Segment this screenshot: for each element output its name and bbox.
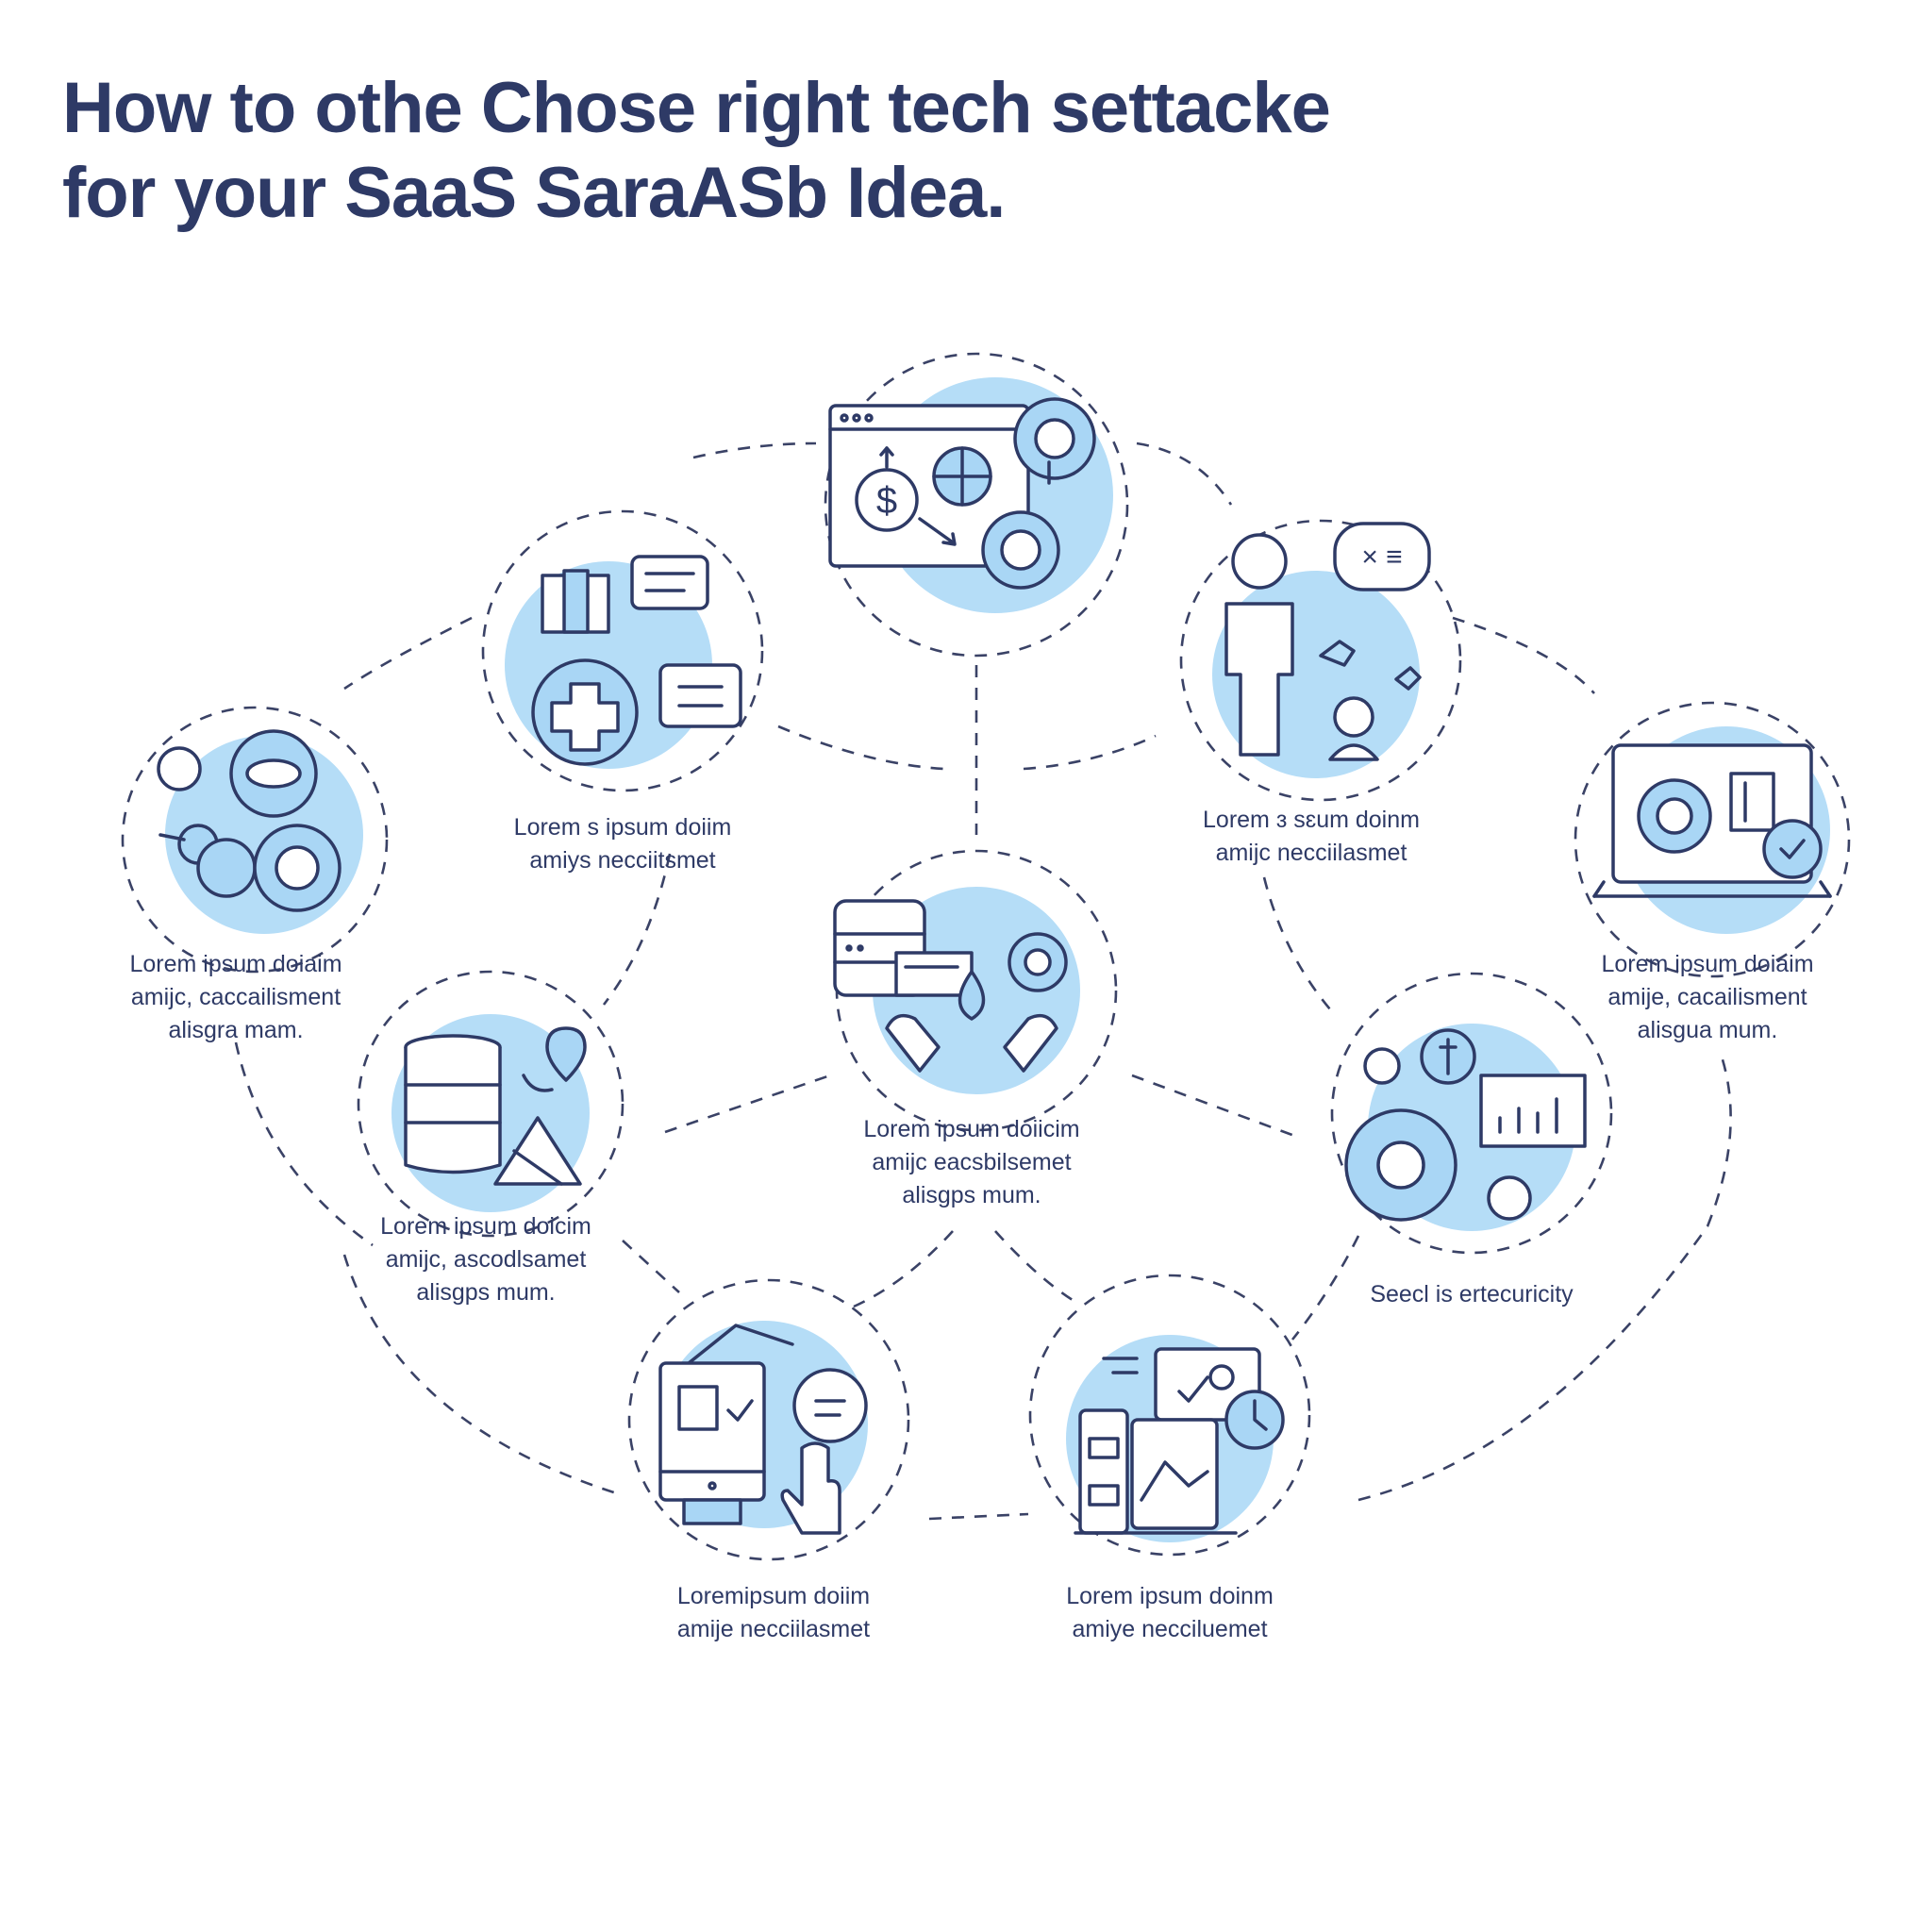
svg-text:$: $ [876, 480, 897, 522]
gear-analytics-icon [1344, 1028, 1587, 1222]
node-gear-analytics [1330, 972, 1613, 1255]
label-gear-analytics: Seecl is ertecuricity [1370, 1281, 1574, 1307]
mobile-app-clock-icon [1074, 1347, 1285, 1535]
node-database-location [357, 970, 625, 1238]
label-laptop-settings: Lorem ipsum doiaim amije, cacailisment a… [1601, 951, 1814, 1043]
page-title: How to othe Chose right tech settacke fo… [62, 66, 1383, 236]
database-hands-icon [833, 899, 1068, 1073]
label-mobile-app-clock: Lorem ipsum doinm amiye necciluemet [1066, 1583, 1274, 1642]
tablet-touch-icon [658, 1324, 868, 1535]
node-laptop-settings [1574, 701, 1851, 978]
title-line-1: How to othe Chose right tech settacke [62, 68, 1331, 148]
svg-text:× ≡: × ≡ [1361, 541, 1402, 573]
laptop-settings-icon [1592, 743, 1832, 898]
label-database-hands: Lorem ipsum doiicim amijc eacsbilsemet a… [863, 1116, 1080, 1208]
gears-chat-icon [157, 729, 341, 912]
node-gears-chat [121, 706, 389, 974]
connector-lines [234, 441, 1732, 1521]
node-user-chat: × ≡ [1179, 519, 1462, 802]
dashboard-gears-icon: $ [828, 397, 1096, 590]
node-dashboard-gears: $ [824, 352, 1129, 658]
label-tablet-touch: Loremipsum doiim amije necciilasmet [676, 1583, 871, 1642]
node-chart-chat [481, 509, 764, 792]
node-mobile-app-clock [1028, 1274, 1311, 1557]
label-user-chat: Lorem ɜ sɛum doinm amijc necciilasmet [1203, 807, 1420, 866]
node-database-hands [833, 849, 1118, 1132]
chart-chat-plus-icon [531, 555, 742, 766]
database-location-icon [404, 1026, 587, 1186]
label-chart-chat: Lorem s ipsum doiim amiys necciitsmet [513, 814, 732, 874]
node-tablet-touch [627, 1278, 910, 1561]
user-chat-icon: × ≡ [1224, 522, 1431, 761]
label-gears-chat: Lorem ipsum doiaim amijc, caccailisment … [129, 951, 342, 1043]
title-line-2: for your SaaS SaraASb Idea. [62, 153, 1006, 233]
label-database-location: Lorem ipsum doicim amijc, ascodlsamet al… [380, 1213, 591, 1306]
